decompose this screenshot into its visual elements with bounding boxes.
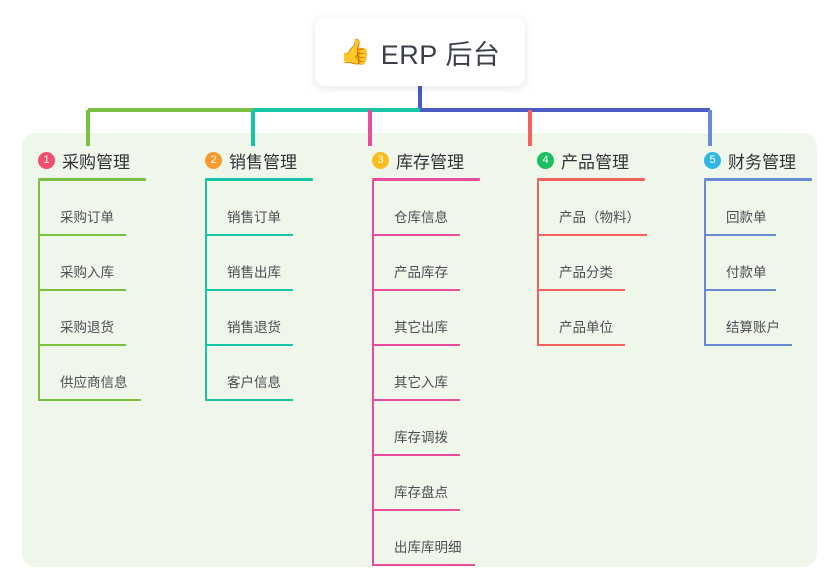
leaf-node[interactable]: 销售退货: [205, 291, 313, 346]
leaf-rule: [537, 344, 625, 346]
leaf-node[interactable]: 回款单: [704, 181, 812, 236]
leaf-node[interactable]: 采购退货: [38, 291, 146, 346]
leaf-rule: [372, 454, 460, 456]
column-badge-1: 1: [38, 151, 55, 169]
column-items-4: 产品（物料） 产品分类产品单位: [537, 181, 647, 346]
leaf-rule: [372, 234, 460, 236]
leaf-rule: [38, 289, 126, 291]
leaf-rule: [205, 399, 293, 401]
column-header-rule-3: [372, 178, 480, 181]
leaf-label: 产品单位: [559, 320, 613, 335]
leaf-label: 其它出库: [394, 320, 448, 335]
leaf-node[interactable]: 销售订单: [205, 181, 313, 236]
leaf-node[interactable]: 产品库存: [372, 236, 480, 291]
root-node-title: ERP 后台: [380, 39, 501, 70]
leaf-rule: [38, 234, 126, 236]
leaf-rule: [537, 289, 625, 291]
column-2: 2 销售管理销售订单销售出库销售退货客户信息: [205, 148, 313, 401]
leaf-rule: [205, 344, 293, 346]
leaf-node[interactable]: 客户信息: [205, 346, 313, 401]
leaf-node[interactable]: 产品（物料）: [537, 181, 647, 236]
column-title-2: 销售管理: [229, 152, 297, 172]
leaf-rule: [372, 344, 460, 346]
thumbs-up-icon: 👍: [339, 37, 371, 66]
leaf-label: 产品库存: [394, 265, 448, 280]
column-title-1: 采购管理: [62, 152, 130, 172]
leaf-label: 采购入库: [60, 265, 114, 280]
leaf-rule: [372, 509, 460, 511]
diagram-background-panel: [22, 133, 817, 567]
leaf-label: 销售出库: [227, 265, 281, 280]
leaf-label: 供应商信息: [60, 375, 128, 390]
leaf-label: 库存盘点: [394, 485, 448, 500]
leaf-label: 产品分类: [559, 265, 613, 280]
column-items-5: 回款单付款单结算账户: [704, 181, 812, 346]
leaf-rule: [704, 289, 776, 291]
column-badge-5: 5: [704, 151, 721, 169]
leaf-node[interactable]: 仓库信息: [372, 181, 480, 236]
leaf-node[interactable]: 供应商信息: [38, 346, 146, 401]
column-title-5: 财务管理: [728, 152, 796, 172]
leaf-node[interactable]: 出库库明细: [372, 511, 480, 566]
leaf-node[interactable]: 产品单位: [537, 291, 645, 346]
leaf-label: 仓库信息: [394, 210, 448, 225]
column-title-4: 产品管理: [561, 152, 629, 172]
column-items-1: 采购订单采购入库采购退货供应商信息: [38, 181, 146, 401]
leaf-rule: [704, 344, 792, 346]
leaf-node[interactable]: 库存调拨: [372, 401, 480, 456]
leaf-label: 销售订单: [227, 210, 281, 225]
column-badge-2: 2: [205, 151, 222, 169]
column-header-1[interactable]: 1 采购管理: [38, 148, 146, 172]
leaf-node[interactable]: 采购入库: [38, 236, 146, 291]
leaf-node[interactable]: 付款单: [704, 236, 812, 291]
column-3: 3 库存管理仓库信息产品库存其它出库其它入库库存调拨库存盘点出库库明细: [372, 148, 480, 566]
column-items-3: 仓库信息产品库存其它出库其它入库库存调拨库存盘点出库库明细: [372, 181, 480, 566]
leaf-label: 付款单: [726, 265, 767, 280]
column-header-rule-5: [704, 178, 812, 181]
column-1: 1 采购管理采购订单采购入库采购退货供应商信息: [38, 148, 146, 401]
leaf-rule: [372, 289, 460, 291]
leaf-label: 库存调拨: [394, 430, 448, 445]
root-node[interactable]: 👍 ERP 后台: [315, 18, 525, 86]
leaf-rule: [537, 234, 647, 236]
leaf-label: 采购退货: [60, 320, 114, 335]
leaf-rule: [372, 564, 475, 566]
column-header-rule-2: [205, 178, 313, 181]
leaf-label: 销售退货: [227, 320, 281, 335]
column-header-3[interactable]: 3 库存管理: [372, 148, 480, 172]
column-header-5[interactable]: 5 财务管理: [704, 148, 812, 172]
leaf-label: 其它入库: [394, 375, 448, 390]
column-badge-4: 4: [537, 151, 554, 169]
leaf-rule: [205, 289, 293, 291]
column-items-2: 销售订单销售出库销售退货客户信息: [205, 181, 313, 401]
leaf-node[interactable]: 采购订单: [38, 181, 146, 236]
leaf-label: 出库库明细: [394, 540, 462, 555]
leaf-rule: [205, 234, 293, 236]
column-badge-3: 3: [372, 151, 389, 169]
leaf-node[interactable]: 销售出库: [205, 236, 313, 291]
column-header-rule-4: [537, 178, 645, 181]
leaf-label: 采购订单: [60, 210, 114, 225]
leaf-label: 客户信息: [227, 375, 281, 390]
leaf-label: 结算账户: [726, 320, 780, 335]
column-header-4[interactable]: 4 产品管理: [537, 148, 645, 172]
leaf-rule: [704, 234, 776, 236]
leaf-node[interactable]: 结算账户: [704, 291, 812, 346]
column-title-3: 库存管理: [396, 152, 464, 172]
leaf-rule: [38, 344, 126, 346]
leaf-label: 回款单: [726, 210, 767, 225]
column-5: 5 财务管理回款单付款单结算账户: [704, 148, 812, 346]
leaf-label: 产品（物料）: [559, 210, 640, 225]
column-header-2[interactable]: 2 销售管理: [205, 148, 313, 172]
leaf-node[interactable]: 产品分类: [537, 236, 645, 291]
leaf-node[interactable]: 其它入库: [372, 346, 480, 401]
column-header-rule-1: [38, 178, 146, 181]
leaf-rule: [38, 399, 141, 401]
leaf-node[interactable]: 其它出库: [372, 291, 480, 346]
leaf-node[interactable]: 库存盘点: [372, 456, 480, 511]
leaf-rule: [372, 399, 460, 401]
column-4: 4 产品管理产品（物料） 产品分类产品单位: [537, 148, 647, 346]
